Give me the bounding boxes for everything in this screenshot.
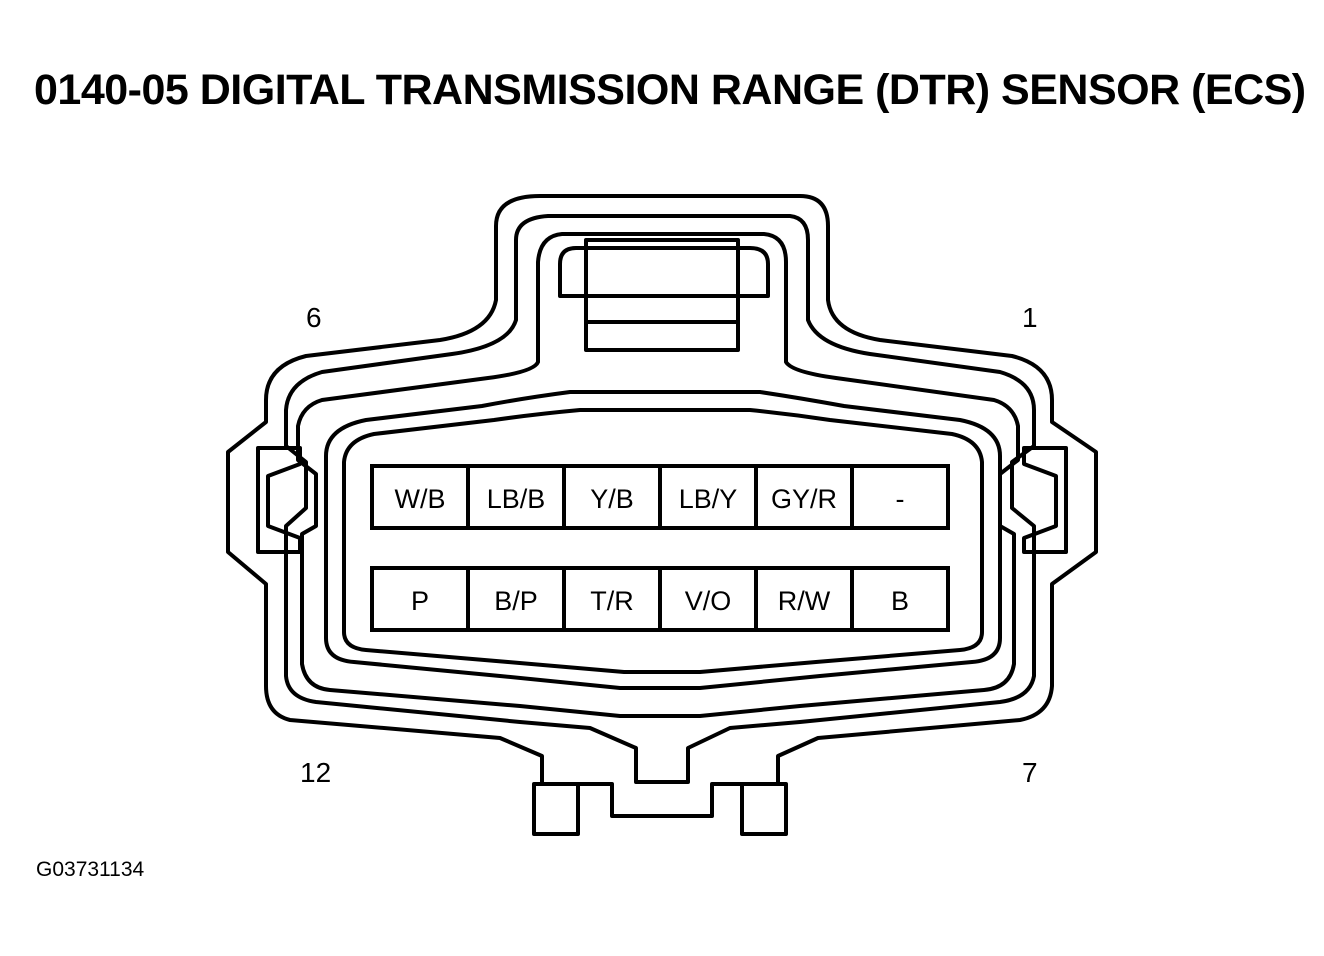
- bottom-foot-left: [532, 782, 580, 836]
- figure-id: G03731134: [36, 858, 145, 881]
- terminal-3-wire-color: LB/Y: [679, 484, 738, 514]
- bottom-foot-right: [740, 782, 788, 836]
- terminal-9-wire-color: V/O: [685, 586, 732, 616]
- side-latch-right: [1022, 446, 1068, 554]
- terminal-7-wire-color: B: [891, 586, 909, 616]
- pin-label-12: 12: [300, 757, 332, 788]
- connector-inner-outline-1: [284, 214, 1036, 784]
- terminal-12-wire-color: P: [411, 586, 429, 616]
- terminal-10-wire-color: T/R: [590, 586, 634, 616]
- terminal-2-wire-color: GY/R: [771, 484, 837, 514]
- pin-label-7: 7: [1022, 757, 1038, 788]
- terminal-cavity-outer: [324, 390, 1002, 690]
- connector-outer-housing: [226, 194, 1098, 818]
- terminal-cavity-inner: [342, 408, 984, 674]
- latch-window-slot-2: [584, 294, 740, 324]
- terminal-6-wire-color: W/B: [395, 484, 446, 514]
- pin-label-1: 1: [1022, 302, 1038, 333]
- terminal-11-wire-color: B/P: [494, 586, 538, 616]
- terminal-4-wire-color: Y/B: [590, 484, 634, 514]
- side-latch-left: [256, 446, 302, 554]
- latch-window-slot-3: [584, 320, 740, 352]
- terminal-1-wire-color: -: [896, 484, 905, 514]
- connector-inner-outline-2: [296, 232, 1020, 718]
- pin-label-6: 6: [306, 302, 322, 333]
- diagram-title: 0140-05 DIGITAL TRANSMISSION RANGE (DTR)…: [34, 66, 1306, 114]
- terminal-8-wire-color: R/W: [778, 586, 831, 616]
- latch-window-upper: [558, 246, 770, 298]
- terminal-5-wire-color: LB/B: [487, 484, 546, 514]
